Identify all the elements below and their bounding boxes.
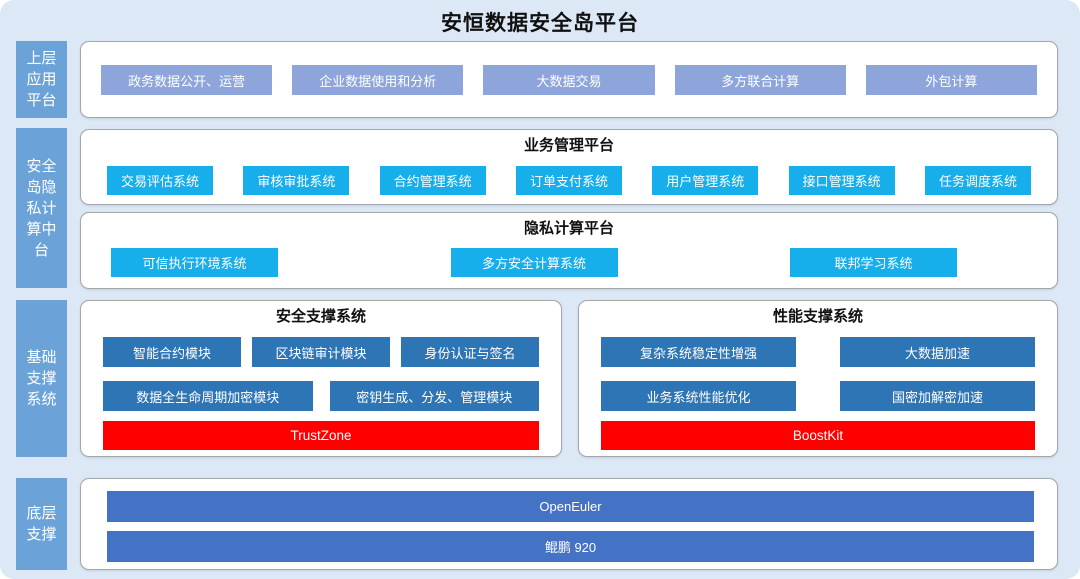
system-box: 接口管理系统 [788,166,895,195]
performance-modules-row2: 业务系统性能优化 国密加解密加速 [601,381,1035,411]
security-modules-row1: 智能合约模块区块链审计模块身份认证与签名 [103,337,539,367]
module-box: 数据全生命周期加密模块 [103,381,313,411]
system-box: 多方安全计算系统 [450,248,618,277]
business-mgmt-container: 业务管理平台 交易评估系统 审核审批系统合约管理系统订单支付系统 用户管理系统接口管… [80,129,1058,205]
module-box: 复杂系统稳定性增强 [601,337,796,367]
business-mgmt-title: 业务管理平台 [523,137,614,154]
privacy-computing-container: 隐私计算平台 可信执行环境系统 多方安全计算系统 联邦学习系统 [80,212,1058,289]
system-box: 订单支付系统 [515,166,622,195]
layer-label-foundation: 基础支撑系统 [16,300,67,457]
platform-bar: 鲲鹏 920 [107,531,1034,562]
performance-modules-area: 复杂系统稳定性增强 大数据加速 业务系统性能优化 国密加解密加速 [579,337,1057,411]
module-box: 国密加解密加速 [840,381,1035,411]
module-box: 密钥生成、分发、管理模块 [329,381,539,411]
system-box: 可信执行环境系统 [111,248,278,277]
security-modules-area: 智能合约模块区块链审计模块身份认证与签名 数据全生命周期加密模块密钥生成、分发、… [81,337,561,411]
app-box: 多方联合计算 [674,65,846,95]
privacy-systems-row: 可信执行环境系统 多方安全计算系统 联邦学习系统 [81,248,1057,277]
performance-modules-row1: 复杂系统稳定性增强 大数据加速 [601,337,1035,367]
bottom-bars-column: OpenEuler 鲲鹏 920 [81,479,1057,562]
module-box: 区块链审计模块 [252,337,390,367]
bottom-support-container: OpenEuler 鲲鹏 920 [80,478,1058,570]
system-box: 审核审批系统 [243,166,350,195]
layer-label-privacy-midplatform: 安全岛隐私计算中台 [16,128,67,288]
module-box: 业务系统性能优化 [601,381,796,411]
system-box: 联邦学习系统 [790,248,957,277]
page-title: 安恒数据安全岛平台 [441,12,639,35]
security-support-container: 安全支撑系统 智能合约模块区块链审计模块身份认证与签名 数据全生命周期加密模块密… [80,300,562,457]
module-box: 智能合约模块 [103,337,241,367]
system-box: 任务调度系统 [924,166,1031,195]
layer-label-upper-apps: 上层应用平台 [16,41,67,118]
layer-label-bottom-support: 底层支撑 [16,478,67,570]
system-box: 合约管理系统 [379,166,486,195]
app-box: 大数据交易 [483,65,655,95]
upper-apps-row: 政务数据公开、运营企业数据使用和分析大数据交易多方联合计算外包计算 [81,65,1057,95]
system-box: 用户管理系统 [652,166,759,195]
module-box: 大数据加速 [840,337,1035,367]
performance-support-title: 性能支撑系统 [772,308,863,325]
platform-bar: OpenEuler [107,491,1034,522]
privacy-computing-title: 隐私计算平台 [523,220,614,237]
security-modules-row2: 数据全生命周期加密模块密钥生成、分发、管理模块 [103,381,539,411]
upper-apps-container: 政务数据公开、运营企业数据使用和分析大数据交易多方联合计算外包计算 [80,41,1058,118]
app-box: 政务数据公开、运营 [101,65,273,95]
trustzone-bar: TrustZone [103,421,539,450]
boostkit-bar: BoostKit [601,421,1035,450]
business-systems-row: 交易评估系统 审核审批系统合约管理系统订单支付系统 用户管理系统接口管理系统任务调度… [81,166,1057,195]
security-support-title: 安全支撑系统 [275,308,366,325]
system-box: 交易评估系统 [107,166,213,195]
module-box: 身份认证与签名 [401,337,539,367]
performance-support-container: 性能支撑系统 复杂系统稳定性增强 大数据加速 业务系统性能优化 国密加解密加速 Bo… [578,300,1058,457]
app-box: 外包计算 [865,65,1038,95]
app-box: 企业数据使用和分析 [292,65,464,95]
